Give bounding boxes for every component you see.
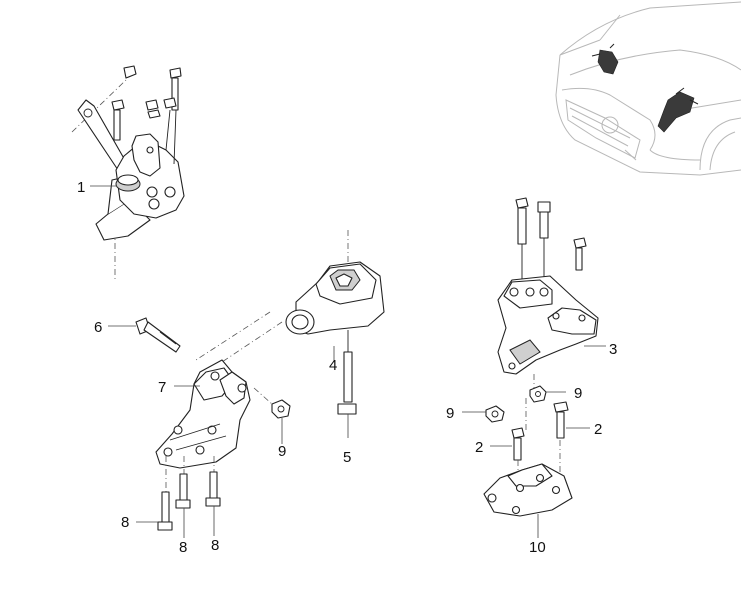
bolt-icon: [515, 197, 529, 245]
mount-location-left-icon: [591, 43, 619, 75]
vehicle-location-thumbnail: [555, 1, 741, 176]
callout-2-left: 2: [475, 439, 483, 456]
callout-1: 1: [77, 179, 85, 196]
bolt-icon: [537, 201, 551, 239]
nut-9-center-icon: [529, 385, 566, 403]
nut-9-left-icon: [253, 387, 291, 444]
lower-left-bracket: [155, 359, 251, 469]
callout-10: 10: [529, 539, 546, 556]
callout-2-right: 2: [594, 421, 602, 438]
bolt-8c-icon: [205, 456, 221, 536]
bolt-icon: [573, 237, 587, 271]
callout-8-left: 8: [121, 514, 129, 531]
bolt-icon: [169, 67, 182, 111]
bolt-6-icon: [108, 317, 181, 353]
callout-8-right: 8: [211, 537, 219, 554]
nut-9-right-icon: [462, 405, 505, 423]
callout-6: 6: [94, 319, 102, 336]
bolt-8b-icon: [175, 456, 191, 538]
nut-icon: [145, 99, 161, 119]
bolt-5-icon: [337, 351, 357, 438]
left-mount-assembly: [71, 65, 185, 280]
bolt-icon: [123, 65, 137, 79]
right-mount-assembly: [497, 197, 606, 430]
callout-4: 4: [329, 357, 337, 374]
callout-7: 7: [158, 379, 166, 396]
nut-icon: [163, 97, 177, 109]
bolt-8a-icon: [136, 456, 173, 531]
bolt-2b-icon: [553, 401, 590, 476]
bolt-icon: [111, 99, 125, 141]
callout-9-center: 9: [574, 385, 582, 402]
callout-3: 3: [609, 341, 617, 358]
bolt-2a-icon: [490, 427, 525, 474]
upper-torque-mount: [195, 230, 385, 371]
callout-9-left: 9: [278, 443, 286, 460]
callout-8-middle: 8: [179, 539, 187, 556]
lower-right-bracket: [483, 463, 573, 538]
mount-location-right-icon: [657, 87, 699, 133]
callout-5: 5: [343, 449, 351, 466]
callout-9-right: 9: [446, 405, 454, 422]
